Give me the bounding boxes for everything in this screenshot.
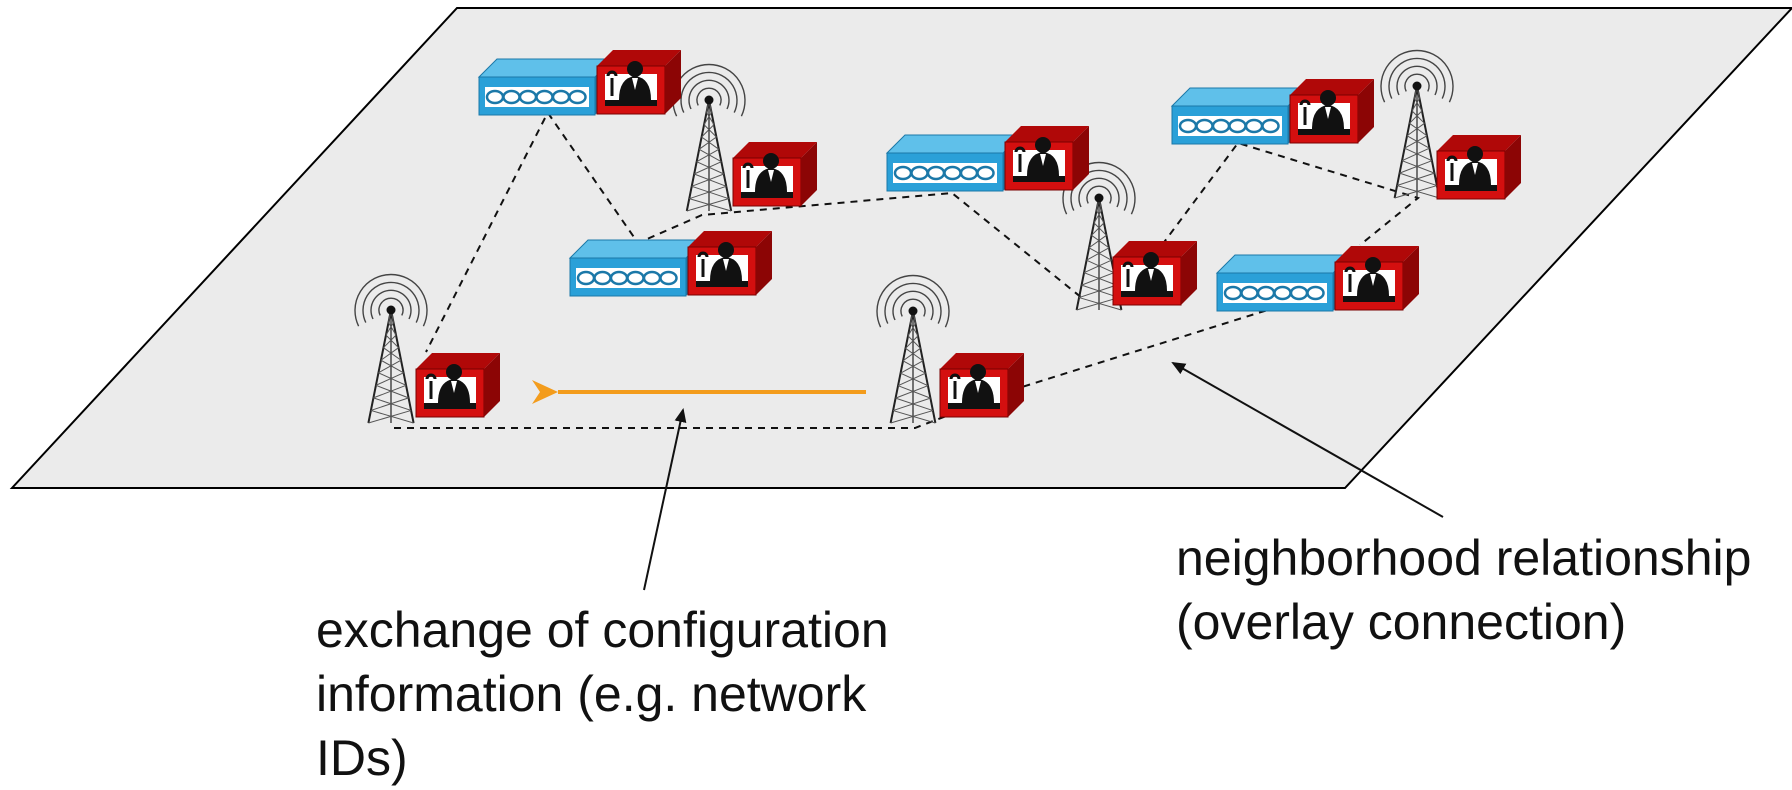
red-server-box-icon xyxy=(732,142,817,207)
red-server-box-icon xyxy=(939,353,1024,418)
network-router-icon xyxy=(1170,87,1308,145)
network-router-icon xyxy=(1215,254,1353,312)
network-devices xyxy=(354,49,1521,424)
network-router-icon xyxy=(477,58,615,116)
exchange-pointer-arrow xyxy=(643,408,687,591)
radio-tower-icon xyxy=(354,273,428,424)
red-server-box-icon xyxy=(687,231,772,296)
exchange-caption-line: IDs) xyxy=(316,730,408,786)
radio-tower-icon xyxy=(876,274,950,424)
overlay-link xyxy=(1161,141,1421,246)
red-server-box-icon xyxy=(1334,246,1419,311)
overlay-link xyxy=(547,112,1083,299)
neighborhood-pointer-arrow xyxy=(1171,362,1444,518)
red-server-box-icon xyxy=(1289,79,1374,144)
red-server-box-icon xyxy=(1112,241,1197,306)
red-server-box-icon xyxy=(596,50,681,115)
red-server-box-icon xyxy=(415,353,500,418)
exchange-caption-line: exchange of configuration xyxy=(316,602,889,658)
network-router-icon xyxy=(568,239,706,297)
radio-tower-icon xyxy=(1380,49,1454,199)
neighborhood-caption-line: (overlay connection) xyxy=(1176,594,1627,650)
red-server-box-icon xyxy=(1436,135,1521,200)
neighborhood-caption-line: neighborhood relationship xyxy=(1176,530,1752,586)
exchange-caption-line: information (e.g. network xyxy=(316,666,867,722)
overlay-link xyxy=(425,117,546,353)
exchange-caption: exchange of configuration information (e… xyxy=(316,598,956,790)
red-server-box-icon xyxy=(1004,126,1089,191)
neighborhood-caption: neighborhood relationship (overlay conne… xyxy=(1176,526,1792,654)
network-router-icon xyxy=(885,134,1023,192)
radio-tower-icon xyxy=(672,63,746,212)
network-plane xyxy=(9,7,1792,489)
